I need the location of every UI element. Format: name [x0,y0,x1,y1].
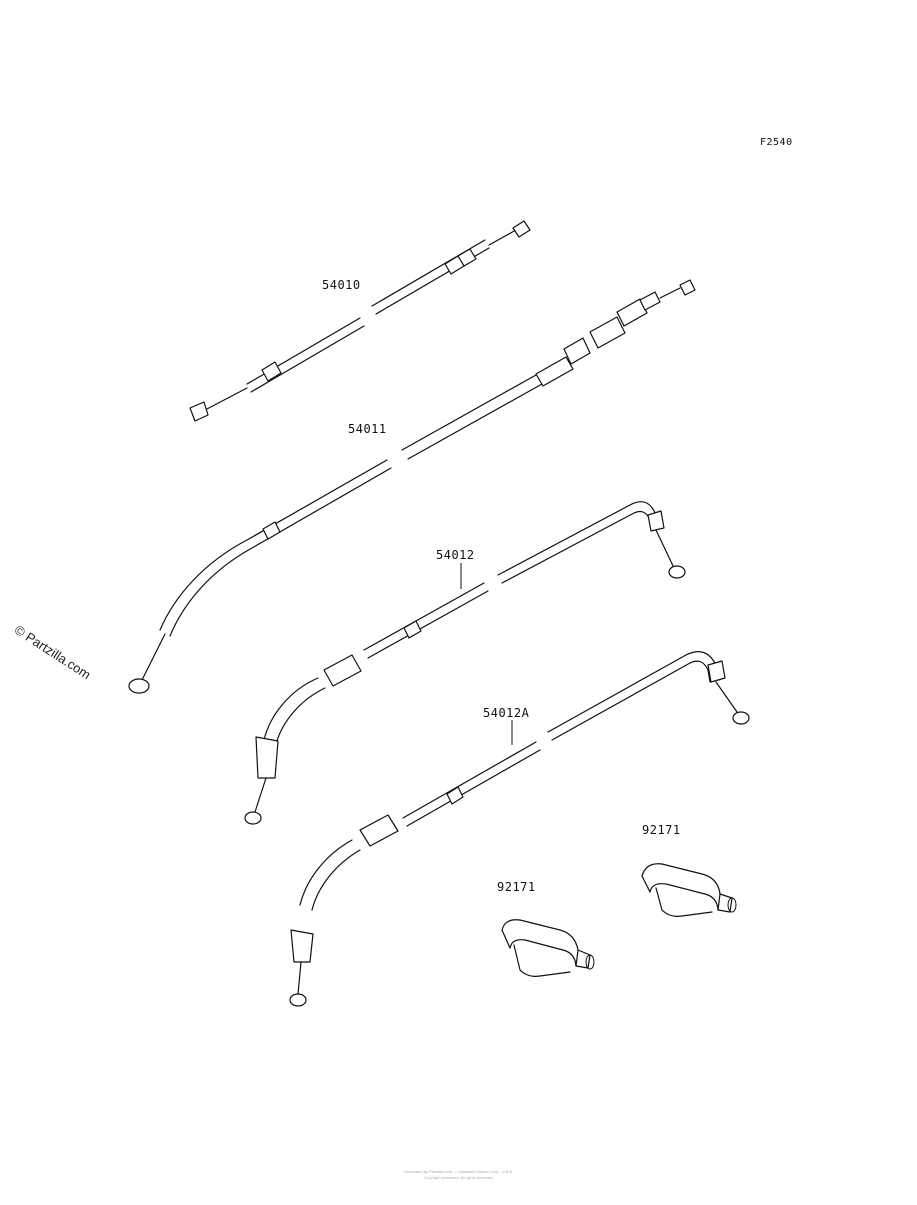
cable-54010[interactable] [189,220,531,422]
part-label-54012[interactable]: 54012 [436,548,475,562]
part-label-54011[interactable]: 54011 [348,422,387,436]
part-label-92171-lower[interactable]: 92171 [497,880,536,894]
cable-54012[interactable] [244,501,686,825]
footer-line-2: Copyright protected. All rights reserved… [423,1175,494,1180]
part-label-54010[interactable]: 54010 [322,278,361,292]
clamp-92171-lower[interactable] [501,919,595,977]
part-label-54012A[interactable]: 54012A [483,706,530,720]
cable-54011[interactable] [128,279,696,694]
diagram-code: F2540 [760,137,793,148]
clamp-92171-upper[interactable] [641,863,737,917]
cable-54012A[interactable] [289,651,750,1007]
footer-line-1: Generated by Partzilla.com — Kawasaki Mo… [403,1169,514,1174]
part-label-92171-upper[interactable]: 92171 [642,823,681,837]
